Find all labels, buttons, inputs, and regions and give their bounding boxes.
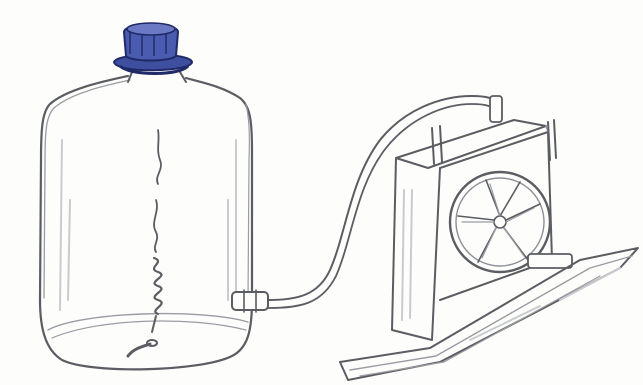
pump-machine bbox=[340, 120, 638, 380]
connecting-tube bbox=[268, 96, 502, 308]
bottle-cap bbox=[114, 23, 192, 82]
bottle-side-port bbox=[232, 290, 268, 312]
glass-bottle bbox=[40, 76, 252, 369]
